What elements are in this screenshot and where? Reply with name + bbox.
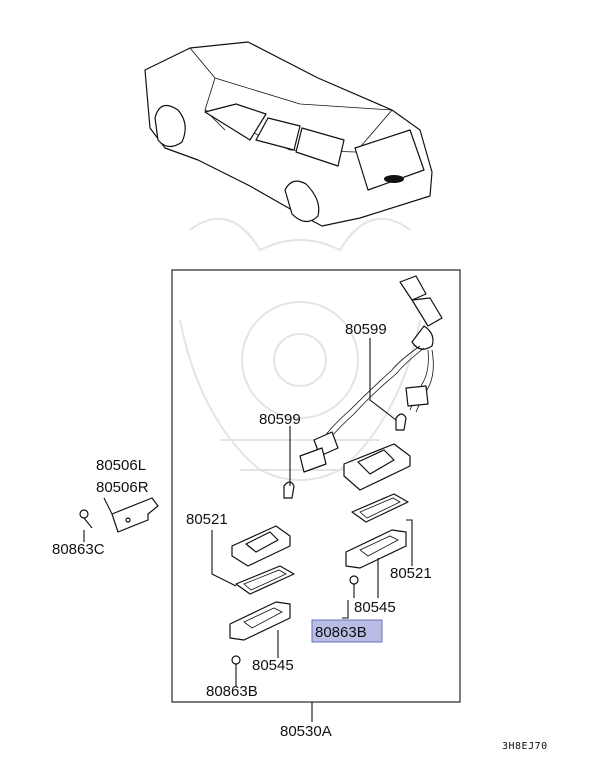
screw-right (349, 575, 359, 598)
bulb-left (283, 481, 295, 499)
screw-left (231, 655, 241, 680)
lamp-housing-right (343, 443, 411, 491)
wire-harness (299, 275, 443, 473)
leader-lines (83, 338, 413, 686)
watermark-logo (179, 217, 421, 481)
lens-left (229, 601, 291, 641)
label-80506r: 80506R (96, 479, 149, 496)
gasket-right (351, 493, 409, 523)
label-80863b-highlighted: 80863B (315, 624, 367, 641)
label-80545-right: 80545 (354, 599, 396, 616)
lamp-housing-left (231, 525, 291, 567)
gasket-left (235, 565, 295, 595)
label-80599-top: 80599 (345, 321, 387, 338)
screw-80863c (79, 509, 93, 529)
figure-code: 3H8EJ70 (502, 741, 548, 752)
label-80545-left: 80545 (252, 657, 294, 674)
label-80599-left: 80599 (259, 411, 301, 428)
label-80863c: 80863C (52, 541, 105, 558)
car-illustration (144, 41, 433, 227)
label-80863b: 80863B (206, 683, 258, 700)
label-80521-left: 80521 (186, 511, 228, 528)
label-80521-right: 80521 (390, 565, 432, 582)
label-80530a: 80530A (280, 723, 332, 740)
highlight-box (311, 619, 383, 643)
lens-right (345, 529, 407, 569)
bracket-80506 (111, 497, 159, 533)
bulb-right (395, 413, 407, 431)
label-80506l: 80506L (96, 457, 146, 474)
kit-frame (171, 269, 461, 703)
